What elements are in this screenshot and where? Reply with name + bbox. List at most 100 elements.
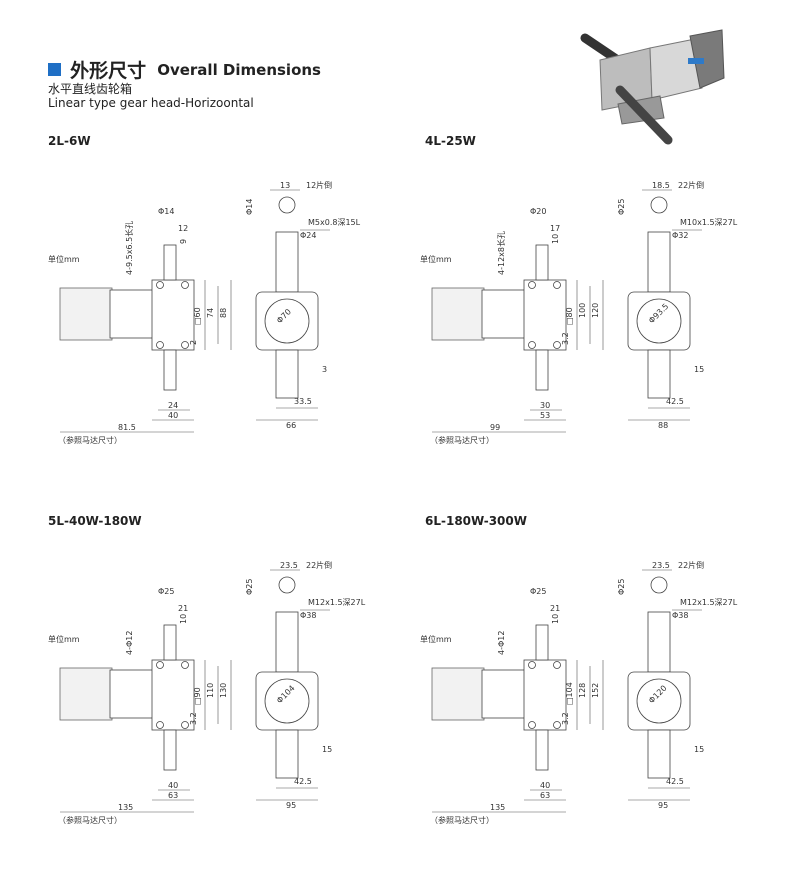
label-s3: 15 (694, 365, 704, 374)
model-label-1: 4L-25W (425, 134, 476, 148)
mount-hole (553, 341, 561, 349)
motor-body (431, 287, 485, 341)
motor-body (59, 667, 113, 721)
mount-hole (181, 341, 189, 349)
motor-flange (481, 289, 528, 339)
label-thread: M12x1.5深27L (680, 598, 738, 607)
title-cn: 外形尺寸 (70, 60, 147, 82)
label-h2: 130 (219, 683, 228, 698)
label-top13: 13 (280, 181, 290, 190)
motor-body (59, 287, 113, 341)
label-len: 99 (490, 423, 500, 432)
mount-hole (156, 281, 164, 289)
label-phi14s: Φ25 (245, 579, 254, 595)
label-b24: 40 (168, 781, 178, 790)
shaft-bottom (535, 349, 549, 391)
label-sq: □80 (565, 307, 574, 325)
label-sq: □104 (565, 682, 574, 705)
shaft-front-bottom (647, 349, 671, 399)
shaft-front (647, 231, 671, 293)
label-d12: 21 (178, 604, 188, 613)
label-h1: 100 (578, 303, 587, 318)
shaft-bottom (163, 349, 177, 391)
mount-hole (156, 721, 164, 729)
label-d9: 10 (179, 614, 188, 624)
label-tooth: 22片倒 (678, 180, 704, 190)
label-v2: 3.2 (189, 712, 198, 725)
label-h2: 88 (219, 308, 228, 318)
shaft-end-view (650, 196, 668, 214)
label-v2: 3.2 (561, 332, 570, 345)
label-phi24: Φ32 (672, 231, 688, 240)
label-shaft_d: Φ14 (158, 207, 174, 216)
shaft-end-view (278, 576, 296, 594)
label-hole: 4-Φ12 (125, 631, 134, 655)
label-d9: 9 (179, 239, 188, 244)
label-phi24: Φ24 (300, 231, 316, 240)
label-w335: 42.5 (666, 397, 684, 406)
label-phi14s: Φ25 (617, 579, 626, 595)
label-d9: 10 (551, 234, 560, 244)
flange-circle (264, 678, 310, 724)
label-v2: 3.2 (561, 712, 570, 725)
label-shaft_d: Φ20 (530, 207, 546, 216)
label-shaft_d: Φ25 (158, 587, 174, 596)
title-en: Overall Dimensions (157, 60, 321, 79)
label-h1: 128 (578, 683, 587, 698)
mount-hole (528, 281, 536, 289)
mount-hole (528, 341, 536, 349)
label-s3: 15 (694, 745, 704, 754)
label-b40: 53 (540, 411, 550, 420)
header-square-icon (48, 63, 61, 76)
gearhead-body (151, 279, 195, 351)
shaft-front-bottom (275, 729, 299, 779)
flange-circle (636, 678, 682, 724)
label-d12: 21 (550, 604, 560, 613)
label-w66: 66 (286, 421, 296, 430)
mount-hole (553, 661, 561, 669)
shaft-front (275, 231, 299, 293)
label-d12: 12 (178, 224, 188, 233)
model-label-0: 2L-6W (48, 134, 91, 148)
mount-hole (156, 661, 164, 669)
label-hole: 4-12x8长孔 (496, 231, 506, 275)
model-label-2: 5L-40W-180W (48, 514, 142, 528)
label-b24: 24 (168, 401, 178, 410)
label-len: 135 (490, 803, 505, 812)
label-b40: 63 (168, 791, 178, 800)
motor-flange (109, 289, 156, 339)
gearhead-body (523, 279, 567, 351)
shaft-front (275, 611, 299, 673)
ref-note: （参照马达尺寸） (58, 815, 122, 825)
unit-label: 单位mm (48, 254, 80, 264)
shaft-end-view (278, 196, 296, 214)
shaft-top (535, 624, 549, 661)
shaft-top (535, 244, 549, 281)
label-b24: 30 (540, 401, 550, 410)
label-v2: 2 (189, 340, 198, 345)
mount-hole (528, 661, 536, 669)
shaft-front-bottom (647, 729, 671, 779)
label-w335: 42.5 (666, 777, 684, 786)
shaft-front-bottom (275, 349, 299, 399)
label-phi14s: Φ25 (617, 199, 626, 215)
shaft-bottom (535, 729, 549, 771)
label-tooth: 22片倒 (306, 560, 332, 570)
ref-note: （参照马达尺寸） (58, 435, 122, 445)
label-phi14s: Φ14 (245, 199, 254, 215)
label-h2: 120 (591, 303, 600, 318)
subtitle-en: Linear type gear head-Horizoontal (48, 96, 254, 110)
label-w335: 42.5 (294, 777, 312, 786)
ref-note: （参照马达尺寸） (430, 815, 494, 825)
mount-hole (528, 721, 536, 729)
label-thread: M12x1.5深27L (308, 598, 366, 607)
label-s3: 3 (322, 365, 327, 374)
shaft-bottom (163, 729, 177, 771)
label-w66: 95 (286, 801, 296, 810)
model-label-3: 6L-180W-300W (425, 514, 527, 528)
label-phi24: Φ38 (300, 611, 316, 620)
label-shaft_d: Φ25 (530, 587, 546, 596)
